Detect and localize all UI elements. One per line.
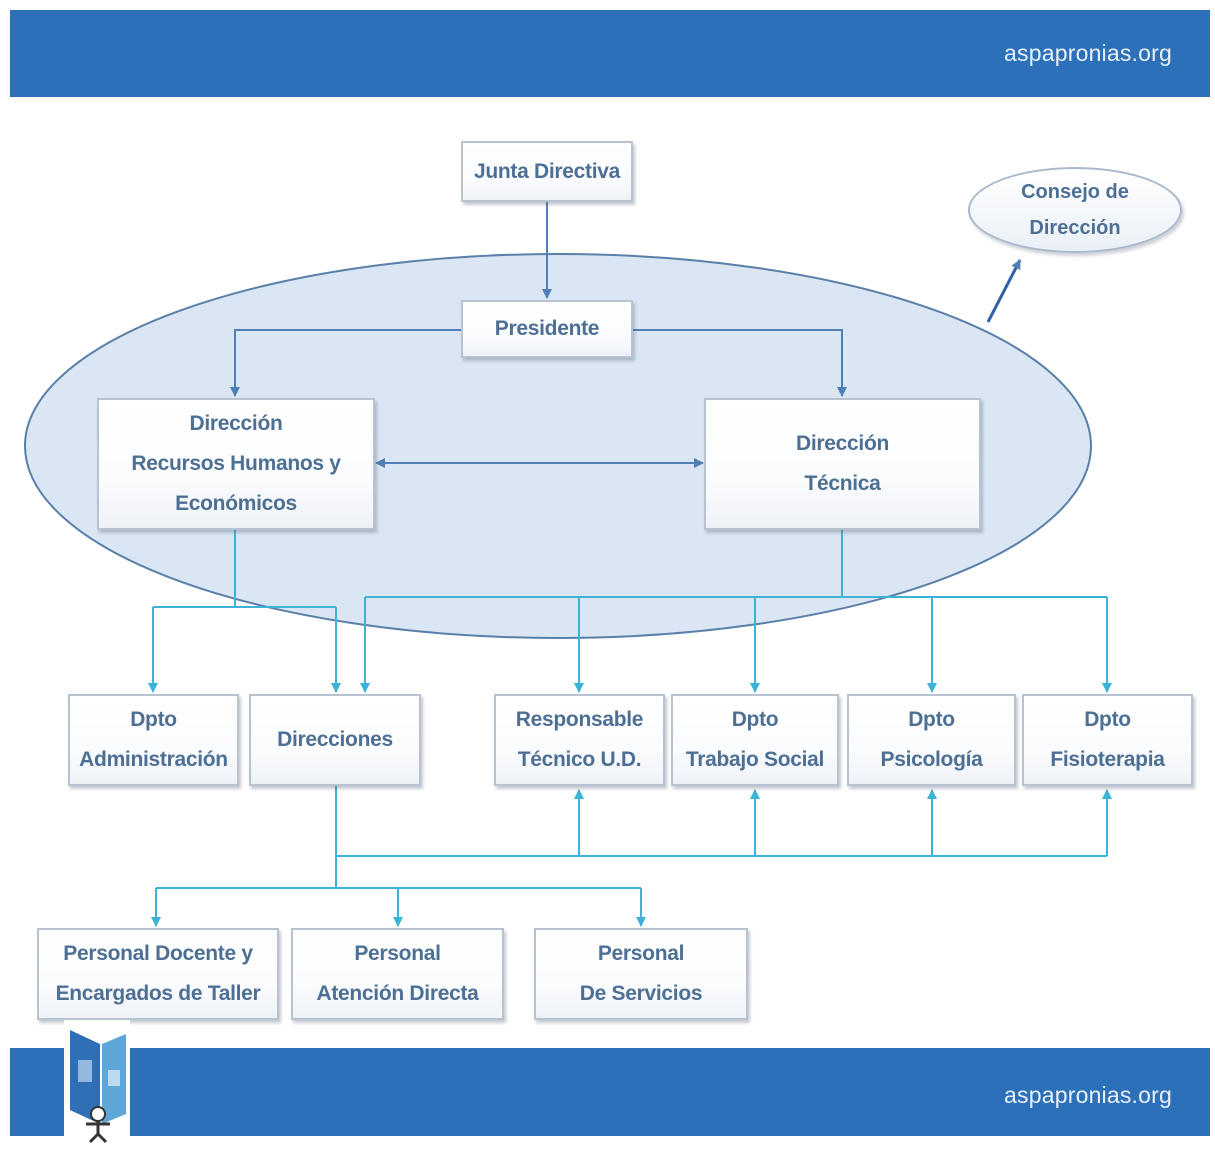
- connector-presidente-tecnica: [632, 329, 847, 397]
- connectors-tecnica-branch: [360, 530, 1112, 693]
- connectors-rrhh-branch: [148, 530, 341, 693]
- organization-logo: [64, 1020, 130, 1144]
- connector-ellipse-consejo: [986, 259, 1022, 323]
- node-dpto-administracion: Dpto Administración: [68, 694, 239, 786]
- node-dpto-fisioterapia: Dpto Fisioterapia: [1022, 694, 1193, 786]
- management-ellipse: [24, 253, 1092, 639]
- connectors-direcciones-branch: [151, 786, 1112, 927]
- node-junta-directiva: Junta Directiva: [461, 141, 633, 202]
- node-personal-docente: Personal Docente y Encargados de Taller: [37, 928, 279, 1020]
- node-dpto-trabajo-social: Dpto Trabajo Social: [671, 694, 839, 786]
- node-direcciones: Direcciones: [249, 694, 421, 786]
- node-personal-servicios: Personal De Servicios: [534, 928, 748, 1020]
- node-direccion-tecnica: Dirección Técnica: [704, 398, 981, 530]
- node-dpto-psicologia: Dpto Psicología: [847, 694, 1016, 786]
- node-direccion-rrhh: Dirección Recursos Humanos y Económicos: [97, 398, 375, 530]
- organization-logo-graphic: [70, 1030, 126, 1144]
- node-consejo-direccion: Consejo de Dirección: [968, 167, 1182, 253]
- node-presidente: Presidente: [461, 300, 633, 358]
- connector-presidente-rrhh: [230, 329, 462, 397]
- node-personal-atencion: Personal Atención Directa: [291, 928, 504, 1020]
- footer-banner: aspapronias.org: [10, 1048, 1210, 1136]
- node-responsable-tecnico: Responsable Técnico U.D.: [494, 694, 665, 786]
- footer-site-url[interactable]: aspapronias.org: [1004, 1082, 1172, 1108]
- header-site-url[interactable]: aspapronias.org: [1004, 40, 1172, 66]
- header-banner: aspapronias.org: [10, 10, 1210, 97]
